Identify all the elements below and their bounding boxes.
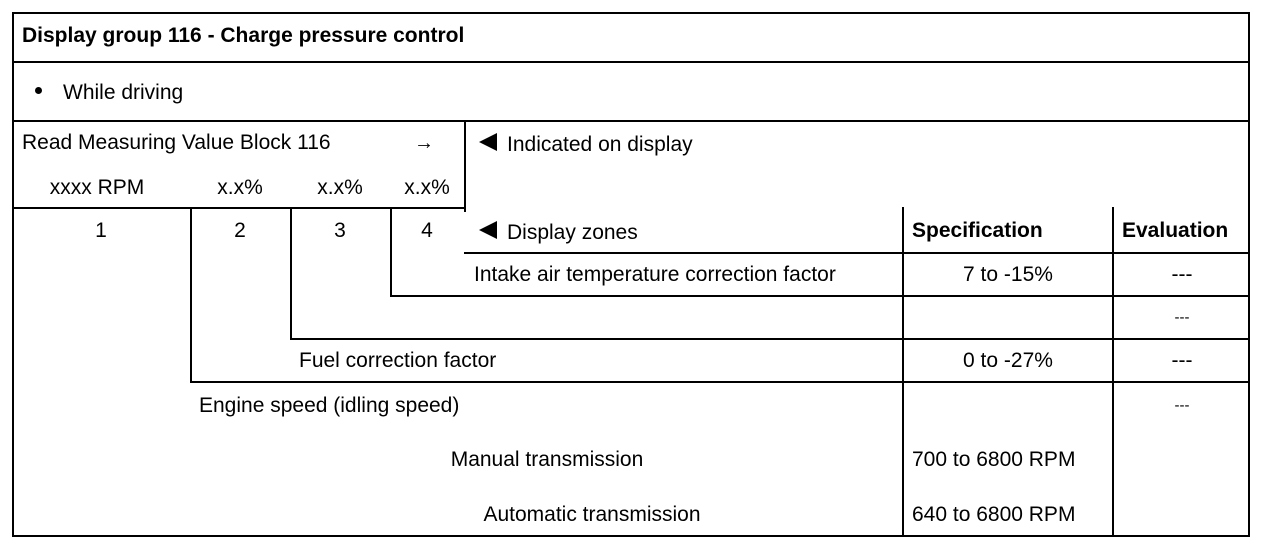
zone-2: 2 bbox=[234, 219, 246, 242]
table-frame bbox=[12, 12, 1250, 537]
row-eval: --- bbox=[1174, 309, 1190, 326]
value-4: x.x% bbox=[404, 176, 450, 199]
page-title: Display group 116 - Charge pressure cont… bbox=[22, 24, 465, 47]
indicated-label: Indicated on display bbox=[507, 133, 693, 156]
row-label: Fuel correction factor bbox=[299, 349, 497, 372]
right-arrow-icon: → bbox=[414, 132, 434, 154]
row-spec: 7 to -15% bbox=[963, 263, 1053, 286]
value-2: x.x% bbox=[217, 176, 263, 199]
value-3: x.x% bbox=[317, 176, 363, 199]
divider-condition bbox=[12, 120, 1250, 122]
zone-line-3-horizontal bbox=[290, 338, 1250, 340]
condition-text: While driving bbox=[63, 81, 184, 104]
bullet-icon bbox=[35, 87, 42, 94]
pointer-triangle-icon bbox=[479, 221, 497, 239]
divider-values bbox=[12, 207, 466, 209]
row-spec: 0 to -27% bbox=[963, 349, 1053, 372]
row-eval: --- bbox=[1174, 397, 1190, 414]
divider-header-row bbox=[464, 252, 1250, 254]
row-label: Engine speed (idling speed) bbox=[199, 394, 460, 417]
specification-header: Specification bbox=[912, 219, 1043, 242]
zone-line-2 bbox=[190, 207, 192, 383]
row-spec: 640 to 6800 RPM bbox=[912, 503, 1076, 526]
row-label: Automatic transmission bbox=[483, 503, 701, 526]
zone-3: 3 bbox=[334, 219, 346, 242]
display-zones-label: Display zones bbox=[507, 221, 638, 244]
value-1: xxxx RPM bbox=[49, 176, 145, 199]
row-spec: 700 to 6800 RPM bbox=[912, 448, 1076, 471]
row-label: Manual transmission bbox=[450, 448, 644, 471]
row-eval: --- bbox=[1171, 349, 1193, 372]
zone-1: 1 bbox=[95, 219, 107, 242]
divider-eval-lower bbox=[1112, 383, 1114, 537]
pointer-triangle-icon bbox=[479, 133, 497, 151]
row-label: Intake air temperature correction factor bbox=[474, 263, 836, 286]
zone-line-4-horizontal bbox=[390, 295, 1250, 297]
divider-spec-lower bbox=[902, 383, 904, 537]
zone-line-4 bbox=[390, 207, 392, 297]
zone-4: 4 bbox=[421, 219, 433, 242]
zone-line-2-horizontal bbox=[190, 381, 1250, 383]
zone-line-3 bbox=[290, 207, 292, 340]
divider-title bbox=[12, 61, 1250, 63]
row-eval: --- bbox=[1171, 263, 1193, 286]
evaluation-header: Evaluation bbox=[1122, 219, 1229, 242]
read-block-label: Read Measuring Value Block 116 bbox=[22, 131, 331, 154]
divider-vertical-read bbox=[464, 120, 466, 212]
